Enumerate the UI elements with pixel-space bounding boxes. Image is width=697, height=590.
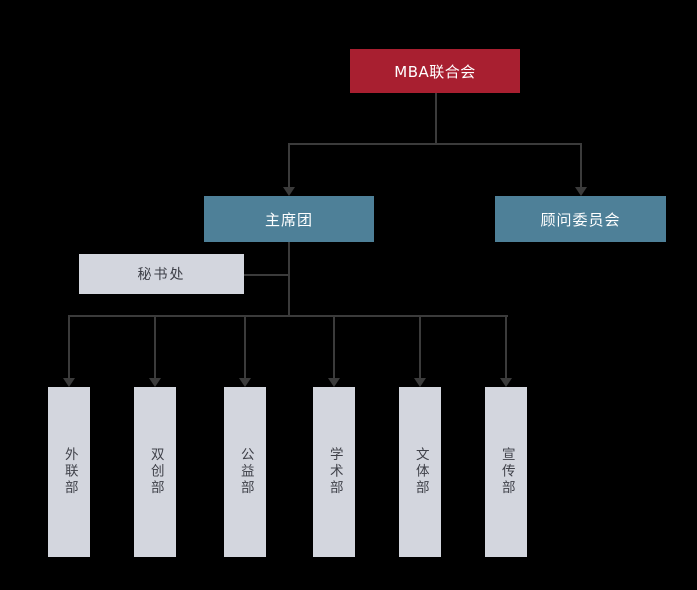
arrowhead-presidium-icon	[283, 187, 295, 196]
node-dept-culture-sports: 文体部	[399, 387, 441, 557]
node-dept-innovation: 双创部	[134, 387, 176, 557]
node-dept-label: 双创部	[147, 447, 164, 497]
arrowhead-advisory-icon	[575, 187, 587, 196]
node-presidium: 主席团	[204, 196, 374, 242]
connector-level2-rail	[288, 143, 582, 145]
node-dept-label: 文体部	[412, 447, 429, 497]
node-dept-label: 宣传部	[498, 447, 515, 497]
node-advisory-committee-label: 顾问委员会	[540, 210, 621, 229]
connector-secretariat	[244, 274, 290, 276]
connector-drop-dept-6	[505, 315, 507, 379]
connector-root-stem	[435, 93, 437, 143]
connector-drop-advisory	[580, 143, 582, 188]
node-presidium-label: 主席团	[264, 210, 313, 229]
arrowhead-dept-5-icon	[414, 378, 426, 387]
connector-drop-dept-1	[68, 315, 70, 379]
node-dept-publicity: 宣传部	[485, 387, 527, 557]
arrowhead-dept-2-icon	[149, 378, 161, 387]
node-advisory-committee: 顾问委员会	[495, 196, 666, 242]
connector-drop-dept-5	[419, 315, 421, 379]
connector-presidium-stem	[288, 242, 290, 315]
arrowhead-dept-4-icon	[328, 378, 340, 387]
node-dept-public-welfare: 公益部	[224, 387, 266, 557]
connector-drop-dept-4	[333, 315, 335, 379]
connector-drop-presidium	[288, 143, 290, 188]
node-dept-label: 学术部	[326, 447, 343, 497]
node-root-label: MBA联合会	[394, 62, 476, 81]
node-dept-external-relations: 外联部	[48, 387, 90, 557]
connector-drop-dept-2	[154, 315, 156, 379]
arrowhead-dept-6-icon	[500, 378, 512, 387]
node-dept-academic: 学术部	[313, 387, 355, 557]
node-dept-label: 外联部	[61, 447, 78, 497]
arrowhead-dept-3-icon	[239, 378, 251, 387]
node-secretariat-label: 秘书处	[137, 267, 186, 283]
connector-drop-dept-3	[244, 315, 246, 379]
node-secretariat: 秘书处	[79, 254, 244, 294]
node-root: MBA联合会	[350, 49, 520, 93]
connector-dept-rail	[68, 315, 508, 317]
node-dept-label: 公益部	[237, 447, 254, 497]
arrowhead-dept-1-icon	[63, 378, 75, 387]
